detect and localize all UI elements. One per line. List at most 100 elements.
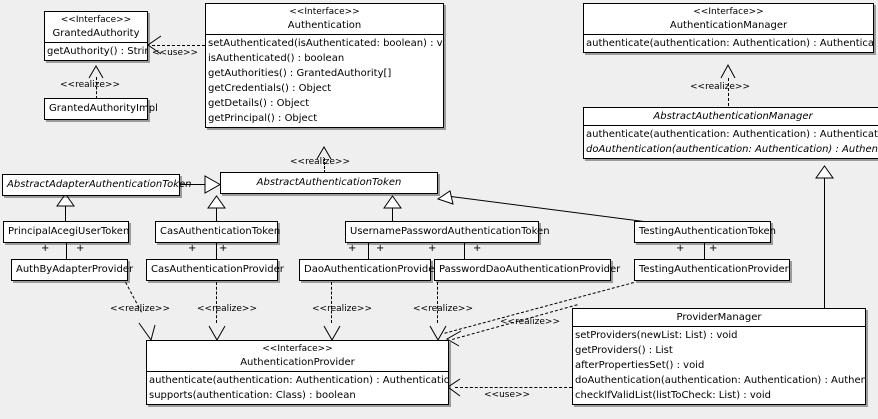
class-name-abstract-authentication-token: AbstractAuthenticationToken [256,177,402,188]
edge-label-realize-providermanager: <<realize>> [500,317,560,327]
assoc-userpasstoken-daoprovider [368,241,369,259]
member-row: authenticate(authentication: Authenticat… [586,129,878,140]
members-authentication-provider: authenticate(authentication: Authenticat… [147,372,448,404]
member-row: getCredentials() : Object [208,83,332,94]
class-authentication-manager[interactable]: <<Interface>> AuthenticationManager auth… [583,3,874,53]
member-row: setProviders(newList: List) : void [575,330,738,341]
class-dao-authentication-provider[interactable]: DaoAuthenticationProvider [299,259,439,281]
realize-arrowhead-authprovider-3 [323,325,341,342]
edge-label-realize-passworddao: <<realize>> [413,304,473,314]
member-row: isAuthenticated() : boolean [208,53,345,64]
member-row: getDetails() : Object [208,98,310,109]
class-authentication[interactable]: <<Interface>> Authentication setAuthenti… [205,3,444,128]
member-row: afterPropertiesSet() : void [575,360,705,371]
class-header-cas-authentication-provider: CasAuthenticationProvider [147,260,284,280]
members-authentication-manager: authenticate(authentication: Authenticat… [584,35,873,52]
class-header-dao-authentication-provider: DaoAuthenticationProvider [300,260,439,280]
generalization-arrowhead-abstracttoken-userpass [383,195,402,209]
class-header-testing-authentication-token: TestingAuthenticationToken [635,222,777,242]
assoc-multiplicity-left-5: + [676,243,685,254]
class-name-username-password-authentication-token: UsernamePasswordAuthenticationToken [350,226,550,237]
generalization-arrowhead-adaptertoken [56,193,75,207]
class-testing-authentication-token[interactable]: TestingAuthenticationToken [634,221,777,243]
class-username-password-authentication-token[interactable]: UsernamePasswordAuthenticationToken [345,221,550,243]
class-name-authentication-provider: AuthenticationProvider [240,357,355,368]
divider [206,34,443,35]
class-name-granted-authority: GrantedAuthority [52,28,140,39]
class-header-username-password-authentication-token: UsernamePasswordAuthenticationToken [346,222,550,242]
assoc-multiplicity-right-4: + [473,243,482,254]
assoc-userpasstoken-passworddaoprovider [464,241,465,259]
edge-abstractauthmanager-realize-authmanager [728,78,729,106]
realize-arrowhead-authprovider-1 [138,322,156,342]
assoc-multiplicity-right-1: + [76,243,85,254]
edge-providermanager-use-authprovider [455,387,572,388]
assoc-multiplicity-left-3: + [348,243,357,254]
generalization-arrowhead-abstractauthmanager [815,165,834,179]
edge-label-use-grantedauthority: <<use>> [152,48,199,58]
edge-daoprovider-realize-authprovider [331,282,332,323]
class-name-testing-authentication-provider: TestingAuthenticationProvider [639,264,789,275]
edge-casprovider-realize-authprovider [216,282,217,323]
edge-label-realize-dao: <<realize>> [312,304,372,314]
edge-label-realize-grantedauthorityimpl: <<realize>> [60,80,120,90]
class-header-password-dao-authentication-provider: PasswordDaoAuthenticationProvider [435,260,621,280]
member-row: authenticate(authentication: Authenticat… [586,38,873,49]
class-header-abstract-authentication-manager: AbstractAuthenticationManager [584,108,878,125]
class-abstract-authentication-token[interactable]: AbstractAuthenticationToken [220,172,438,194]
divider [45,42,147,43]
generalization-arrowhead-abstracttoken-testing [436,190,454,205]
class-provider-manager[interactable]: ProviderManager setProviders(newList: Li… [572,308,866,405]
members-authentication: setAuthenticated(isAuthenticated: boolea… [206,35,443,127]
class-abstract-authentication-manager[interactable]: AbstractAuthenticationManager authentica… [583,107,878,159]
class-testing-authentication-provider[interactable]: TestingAuthenticationProvider [634,259,790,281]
edge-principaltoken-extends-adaptertoken [65,205,66,222]
edge-label-realize-cas: <<realize>> [197,304,257,314]
class-granted-authority[interactable]: <<Interface>> GrantedAuthority getAuthor… [44,11,148,61]
edge-userpasstoken-extends-abstracttoken [392,207,393,222]
class-header-abstract-adapter-authentication-token: AbstractAdapterAuthenticationToken [3,175,192,195]
edge-abstractauthenticationtoken-realize-authentication [324,158,325,173]
edge-providermanager-extends-abstractauthmanager [824,178,825,308]
class-name-abstract-authentication-manager: AbstractAuthenticationManager [653,111,813,122]
member-row: supports(authentication: Class) : boolea… [149,390,356,401]
class-granted-authority-impl[interactable]: GrantedAuthorityImpl [44,98,158,120]
class-password-dao-authentication-provider[interactable]: PasswordDaoAuthenticationProvider [434,259,621,281]
generalization-arrowhead-abstracttoken-cas [207,195,226,209]
members-granted-authority: getAuthority() : String [45,43,147,60]
class-name-cas-authentication-token: CasAuthenticationToken [160,226,281,237]
members-abstract-authentication-manager: authenticate(authentication: Authenticat… [584,126,878,158]
class-name-testing-authentication-token: TestingAuthenticationToken [639,226,777,237]
class-name-provider-manager: ProviderManager [676,312,762,323]
class-cas-authentication-token[interactable]: CasAuthenticationToken [155,221,281,243]
divider [584,34,873,35]
class-name-cas-authentication-provider: CasAuthenticationProvider [151,264,284,275]
stereotype-interface: <<Interface>> [60,15,132,25]
class-abstract-adapter-authentication-token[interactable]: AbstractAdapterAuthenticationToken [2,174,192,196]
class-cas-authentication-provider[interactable]: CasAuthenticationProvider [146,259,284,281]
realize-arrowhead-grantedauthority [88,65,104,79]
divider [573,326,865,327]
realize-arrowhead-authprovider-5 [446,330,462,347]
class-header-granted-authority: <<Interface>> GrantedAuthority [45,12,147,42]
edge-grantedauthorityimpl-realize-grantedauthority [96,77,97,99]
divider [584,125,878,126]
class-name-auth-by-adapter-provider: AuthByAdapterProvider [16,264,134,275]
class-name-password-dao-authentication-provider: PasswordDaoAuthenticationProvider [439,264,621,275]
class-authentication-provider[interactable]: <<Interface>> AuthenticationProvider aut… [146,340,449,405]
class-header-provider-manager: ProviderManager [573,309,865,326]
class-name-dao-authentication-provider: DaoAuthenticationProvider [304,264,439,275]
assoc-multiplicity-left-2: + [188,243,197,254]
class-principal-acegi-user-token[interactable]: PrincipalAcegiUserToken [3,221,129,243]
realize-arrowhead-authentication [316,146,332,160]
assoc-multiplicity-right-2: + [219,243,228,254]
assoc-multiplicity-right-5: + [709,243,718,254]
stereotype-interface: <<Interface>> [289,7,360,17]
class-name-authentication: Authentication [287,20,362,31]
divider [147,371,448,372]
edge-label-realize-authenticationmanager: <<realize>> [690,82,750,92]
class-auth-by-adapter-provider[interactable]: AuthByAdapterProvider [11,259,134,281]
realize-arrowhead-authenticationmanager [720,63,736,79]
edge-label-realize-abstractauthenticationtoken: <<realize>> [290,157,350,167]
